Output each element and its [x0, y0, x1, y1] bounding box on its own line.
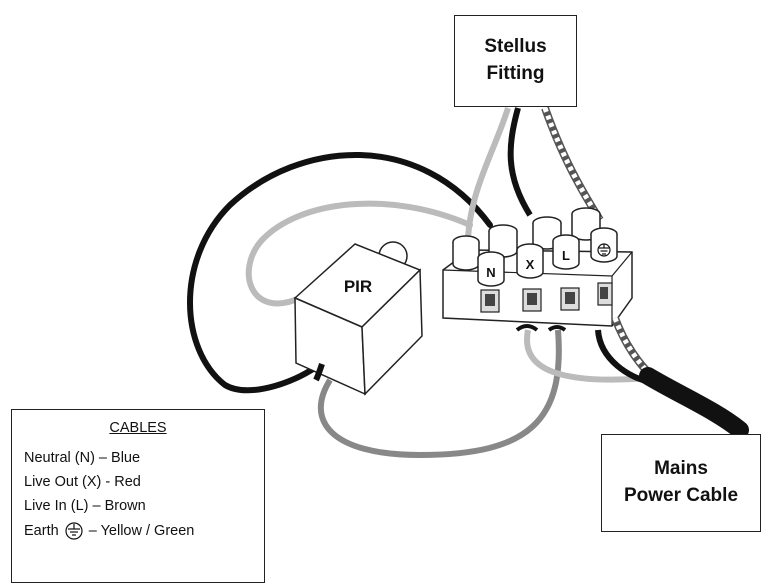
mains-power-cable-callout: Mains Power Cable — [601, 434, 761, 532]
pir-label: PIR — [344, 277, 372, 296]
legend-title: CABLES — [109, 420, 167, 436]
legend-row-live-in: Live In (L) – Brown — [24, 498, 146, 514]
grey-wire-fitting — [465, 107, 511, 241]
legend-row-neutral: Neutral (N) – Blue — [24, 450, 141, 466]
mains-line1: Mains — [654, 458, 708, 480]
earth-icon — [65, 522, 83, 540]
dark-grey-wire-loop — [317, 329, 562, 459]
terminal-label-l: L — [562, 248, 570, 263]
cables-legend: CABLES Neutral (N) – Blue Live Out (X) -… — [11, 409, 265, 583]
black-wire-fitting — [507, 107, 533, 217]
terminal-label-n: N — [486, 265, 495, 280]
earth-icon — [597, 243, 611, 257]
legend-earth-suffix: – Yellow / Green — [88, 522, 195, 539]
legend-earth-prefix: Earth — [24, 522, 59, 539]
stellus-fitting-line2: Fitting — [486, 63, 545, 84]
terminal-label-x: X — [526, 257, 535, 272]
mains-line2: Power Cable — [623, 485, 739, 506]
grey-wire-mains — [524, 329, 651, 383]
black-wire-loop — [187, 151, 493, 394]
pir-sensor: PIR — [293, 241, 423, 396]
legend-row-earth: Earth – Yellow / Green — [24, 522, 252, 540]
terminal-block: N X L — [442, 207, 633, 327]
stellus-fitting-line1: Stellus — [484, 36, 547, 58]
grey-wire-loop — [245, 200, 473, 307]
earth-wire-fitting — [541, 106, 604, 223]
legend-row-live-out: Live Out (X) - Red — [24, 474, 141, 490]
mains-cable — [639, 367, 749, 439]
stellus-fitting-callout: Stellus Fitting — [454, 15, 577, 107]
